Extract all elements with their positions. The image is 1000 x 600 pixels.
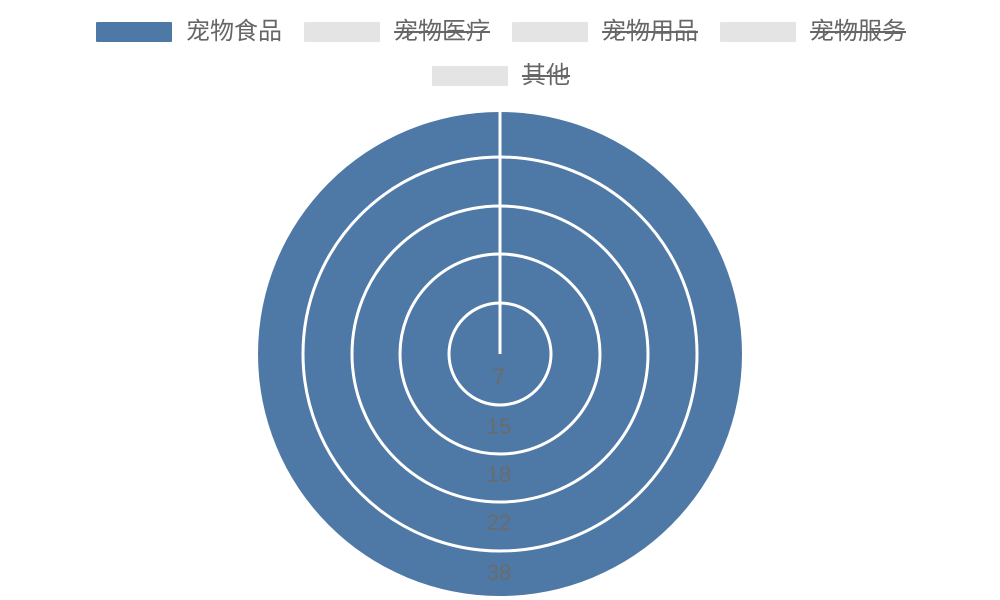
legend-swatch bbox=[720, 22, 796, 42]
legend-swatch bbox=[96, 22, 172, 42]
legend-item-3[interactable]: 宠物服务 bbox=[720, 20, 906, 44]
legend-item-0[interactable]: 宠物食品 bbox=[96, 20, 282, 44]
legend-label: 宠物食品 bbox=[186, 18, 282, 45]
data-label-2: 18 bbox=[487, 462, 511, 487]
legend-item-1[interactable]: 宠物医疗 bbox=[304, 20, 490, 44]
data-label-4: 38 bbox=[487, 560, 511, 585]
legend-item-2[interactable]: 宠物用品 bbox=[512, 20, 698, 44]
legend-label: 宠物医疗 bbox=[394, 18, 490, 45]
data-label-0: 7 bbox=[493, 364, 505, 389]
data-label-1: 15 bbox=[487, 414, 511, 439]
legend-item-4[interactable]: 其他 bbox=[432, 64, 570, 88]
legend-swatch bbox=[512, 22, 588, 42]
data-label-3: 22 bbox=[487, 510, 511, 535]
chart-legend: 宠物食品 宠物医疗 宠物用品 宠物服务其他 bbox=[0, 0, 1000, 100]
legend-swatch bbox=[304, 22, 380, 42]
legend-swatch bbox=[432, 66, 508, 86]
legend-label: 其他 bbox=[522, 62, 570, 89]
legend-label: 宠物服务 bbox=[810, 18, 906, 45]
legend-label: 宠物用品 bbox=[602, 18, 698, 45]
